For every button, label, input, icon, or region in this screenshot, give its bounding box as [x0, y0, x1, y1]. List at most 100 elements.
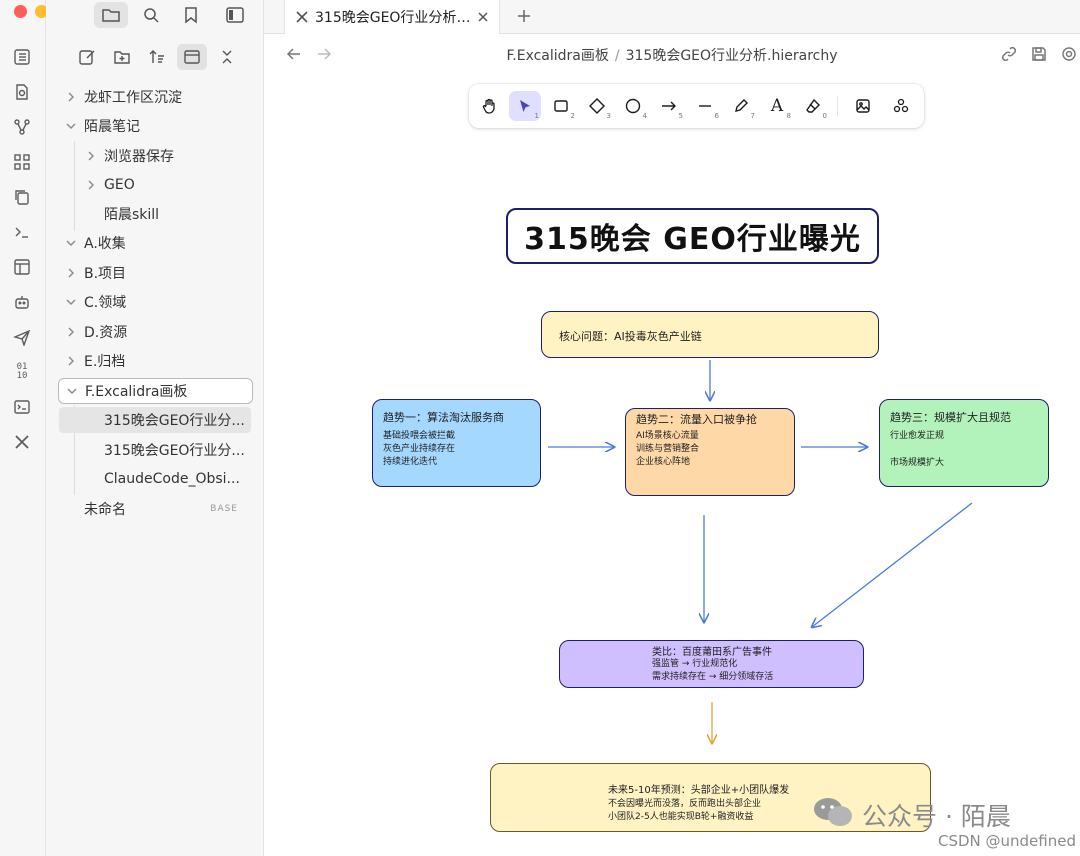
- forecast-box[interactable]: 未来5-10年预测：头部企业+小团队爆发 不会因曝光而没落，反而跑出头部企业 小…: [490, 763, 931, 832]
- diamond-tool-key: 3: [606, 112, 611, 120]
- tree-item-label: ClaudeCode_Obsi...: [104, 471, 240, 487]
- draw-tool-key: 7: [750, 112, 755, 120]
- send-icon[interactable]: [11, 326, 33, 348]
- library-tool-button[interactable]: [885, 91, 917, 121]
- excalidraw-toolbar: 1 2 3 4 5 6 7 A 8 0: [469, 84, 924, 128]
- chevron-right-icon: [64, 325, 78, 339]
- tree-folder[interactable]: E.归档: [46, 348, 264, 374]
- tree-folder[interactable]: 龙虾工作区沉淀: [46, 84, 264, 110]
- copy-icon[interactable]: [11, 186, 33, 208]
- tree-folder[interactable]: F.Excalidra画板: [58, 378, 253, 404]
- sort-icon[interactable]: [142, 44, 172, 70]
- line-tool-button[interactable]: 6: [689, 91, 721, 121]
- trend1-line: 基础投喂会被拦截: [383, 431, 456, 441]
- tree-folder[interactable]: 陌晨笔记: [46, 113, 264, 139]
- tree-guide-line: [74, 405, 75, 495]
- tree-item-label: C.领域: [84, 295, 127, 311]
- breadcrumb-folder[interactable]: F.Excalidra画板: [506, 48, 609, 64]
- tree-folder[interactable]: 浏览器保存: [46, 143, 264, 169]
- arrow-tool-button[interactable]: 5: [653, 91, 685, 121]
- analogy-box[interactable]: 类比：百度莆田系广告事件 强监管 → 行业规范化 需求持续存在 → 细分领域存活: [559, 640, 864, 688]
- trend3-line: 行业愈发正规: [890, 431, 945, 441]
- search-doc-icon[interactable]: [11, 81, 33, 103]
- trend1-box[interactable]: 趋势一：算法淘汰服务商 基础投喂会被拦截 灰色产业持续存在 持续进化迭代: [372, 399, 541, 487]
- tree-guide-line: [74, 141, 75, 231]
- tree-item-label: 315晚会GEO行业分...: [104, 413, 245, 429]
- settings-gear-icon[interactable]: [1059, 44, 1079, 64]
- draw-tool-button[interactable]: 7: [725, 91, 757, 121]
- tree-folder[interactable]: C.领域: [46, 289, 264, 315]
- view-header: F.Excalidra画板/315晚会GEO行业分析.hierarchy: [264, 34, 1080, 74]
- eraser-tool-button[interactable]: 0: [797, 91, 829, 121]
- new-folder-icon[interactable]: [107, 44, 137, 70]
- forecast-line: 不会因曝光而没落，反而跑出头部企业: [608, 799, 762, 809]
- blocks-icon[interactable]: [11, 151, 33, 173]
- terminal-icon[interactable]: [11, 221, 33, 243]
- analogy-line: 需求持续存在 → 细分领域存活: [652, 672, 774, 682]
- tree-file[interactable]: 陌晨skill: [46, 201, 264, 227]
- chevron-right-icon: [84, 149, 98, 163]
- close-window-button[interactable]: [14, 5, 27, 18]
- hand-tool-button[interactable]: [473, 91, 505, 121]
- trend2-box[interactable]: 趋势二：流量入口被争抢 AI场景核心流量 训练与营销整合 企业核心阵地: [625, 408, 795, 496]
- tree-file[interactable]: 315晚会GEO行业分...: [59, 407, 251, 433]
- arrow-tool-key: 5: [678, 112, 683, 120]
- image-tool-button[interactable]: [847, 91, 879, 121]
- tree-item-label: 龙虾工作区沉淀: [84, 90, 182, 106]
- search-icon[interactable]: [134, 2, 168, 28]
- trend3-box[interactable]: 趋势三：规模扩大且规范 行业愈发正规 市场规模扩大: [879, 399, 1049, 487]
- rectangle-tool-button[interactable]: 2: [545, 91, 577, 121]
- trend1-line: 灰色产业持续存在: [383, 444, 456, 454]
- selection-tool-button[interactable]: 1: [509, 91, 541, 121]
- back-arrow-icon[interactable]: [284, 44, 304, 64]
- collapse-view-icon[interactable]: [177, 44, 207, 70]
- tree-item-label: E.归档: [84, 354, 126, 370]
- sidebar-toggle-icon[interactable]: [218, 2, 252, 28]
- core-problem-box[interactable]: 核心问题：AI投毒灰色产业链: [541, 311, 879, 358]
- tree-item-label: 未命名: [84, 502, 126, 518]
- close-tab-icon[interactable]: [477, 11, 489, 23]
- breadcrumb-file[interactable]: 315晚会GEO行业分析.hierarchy: [625, 48, 838, 64]
- tree-item-label: 浏览器保存: [104, 149, 174, 165]
- text-tool-button[interactable]: A 8: [761, 91, 793, 121]
- tree-item-label: D.资源: [84, 325, 128, 341]
- excalidraw-icon[interactable]: [11, 431, 33, 453]
- new-note-icon[interactable]: [72, 44, 102, 70]
- layout-icon[interactable]: [11, 256, 33, 278]
- tab-bar: 315晚会GEO行业分析....: [264, 0, 1080, 34]
- bookmark-icon[interactable]: [174, 2, 208, 28]
- diamond-tool-button[interactable]: 3: [581, 91, 613, 121]
- wechat-watermark: 公众号 · 陌晨: [812, 796, 1011, 834]
- collapse-all-icon[interactable]: [212, 44, 242, 70]
- tree-file[interactable]: 315晚会GEO行业分...: [46, 437, 264, 463]
- files-icon[interactable]: [11, 46, 33, 68]
- forward-arrow-icon[interactable]: [314, 44, 334, 64]
- new-tab-button[interactable]: [512, 4, 536, 28]
- tree-folder[interactable]: GEO: [46, 172, 264, 198]
- trend2-heading: 趋势二：流量入口被争抢: [636, 413, 757, 426]
- tree-file[interactable]: ClaudeCode_Obsi...: [46, 466, 264, 492]
- graph-icon[interactable]: [11, 116, 33, 138]
- link-icon[interactable]: [999, 44, 1019, 64]
- bot-icon[interactable]: [11, 291, 33, 313]
- tree-folder[interactable]: A.收集: [46, 230, 264, 256]
- ellipse-tool-button[interactable]: 4: [617, 91, 649, 121]
- chevron-down-icon: [64, 295, 78, 309]
- diagram-title[interactable]: 315晚会 GEO行业曝光: [506, 208, 879, 264]
- tree-folder[interactable]: D.资源: [46, 319, 264, 345]
- sidebar-top-icons: [94, 2, 252, 28]
- tree-folder[interactable]: B.项目: [46, 260, 264, 286]
- minimize-window-button[interactable]: [35, 5, 48, 18]
- save-icon[interactable]: [1029, 44, 1049, 64]
- watermark-text: 公众号 · 陌晨: [862, 802, 1011, 831]
- console-icon[interactable]: [11, 396, 33, 418]
- tree-item-label: 陌晨笔记: [84, 119, 140, 135]
- tab-active-note[interactable]: 315晚会GEO行业分析....: [284, 0, 500, 34]
- folder-tab-icon[interactable]: [94, 2, 128, 28]
- trend2-line: 训练与营销整合: [636, 444, 700, 454]
- chevron-right-icon: [64, 90, 78, 104]
